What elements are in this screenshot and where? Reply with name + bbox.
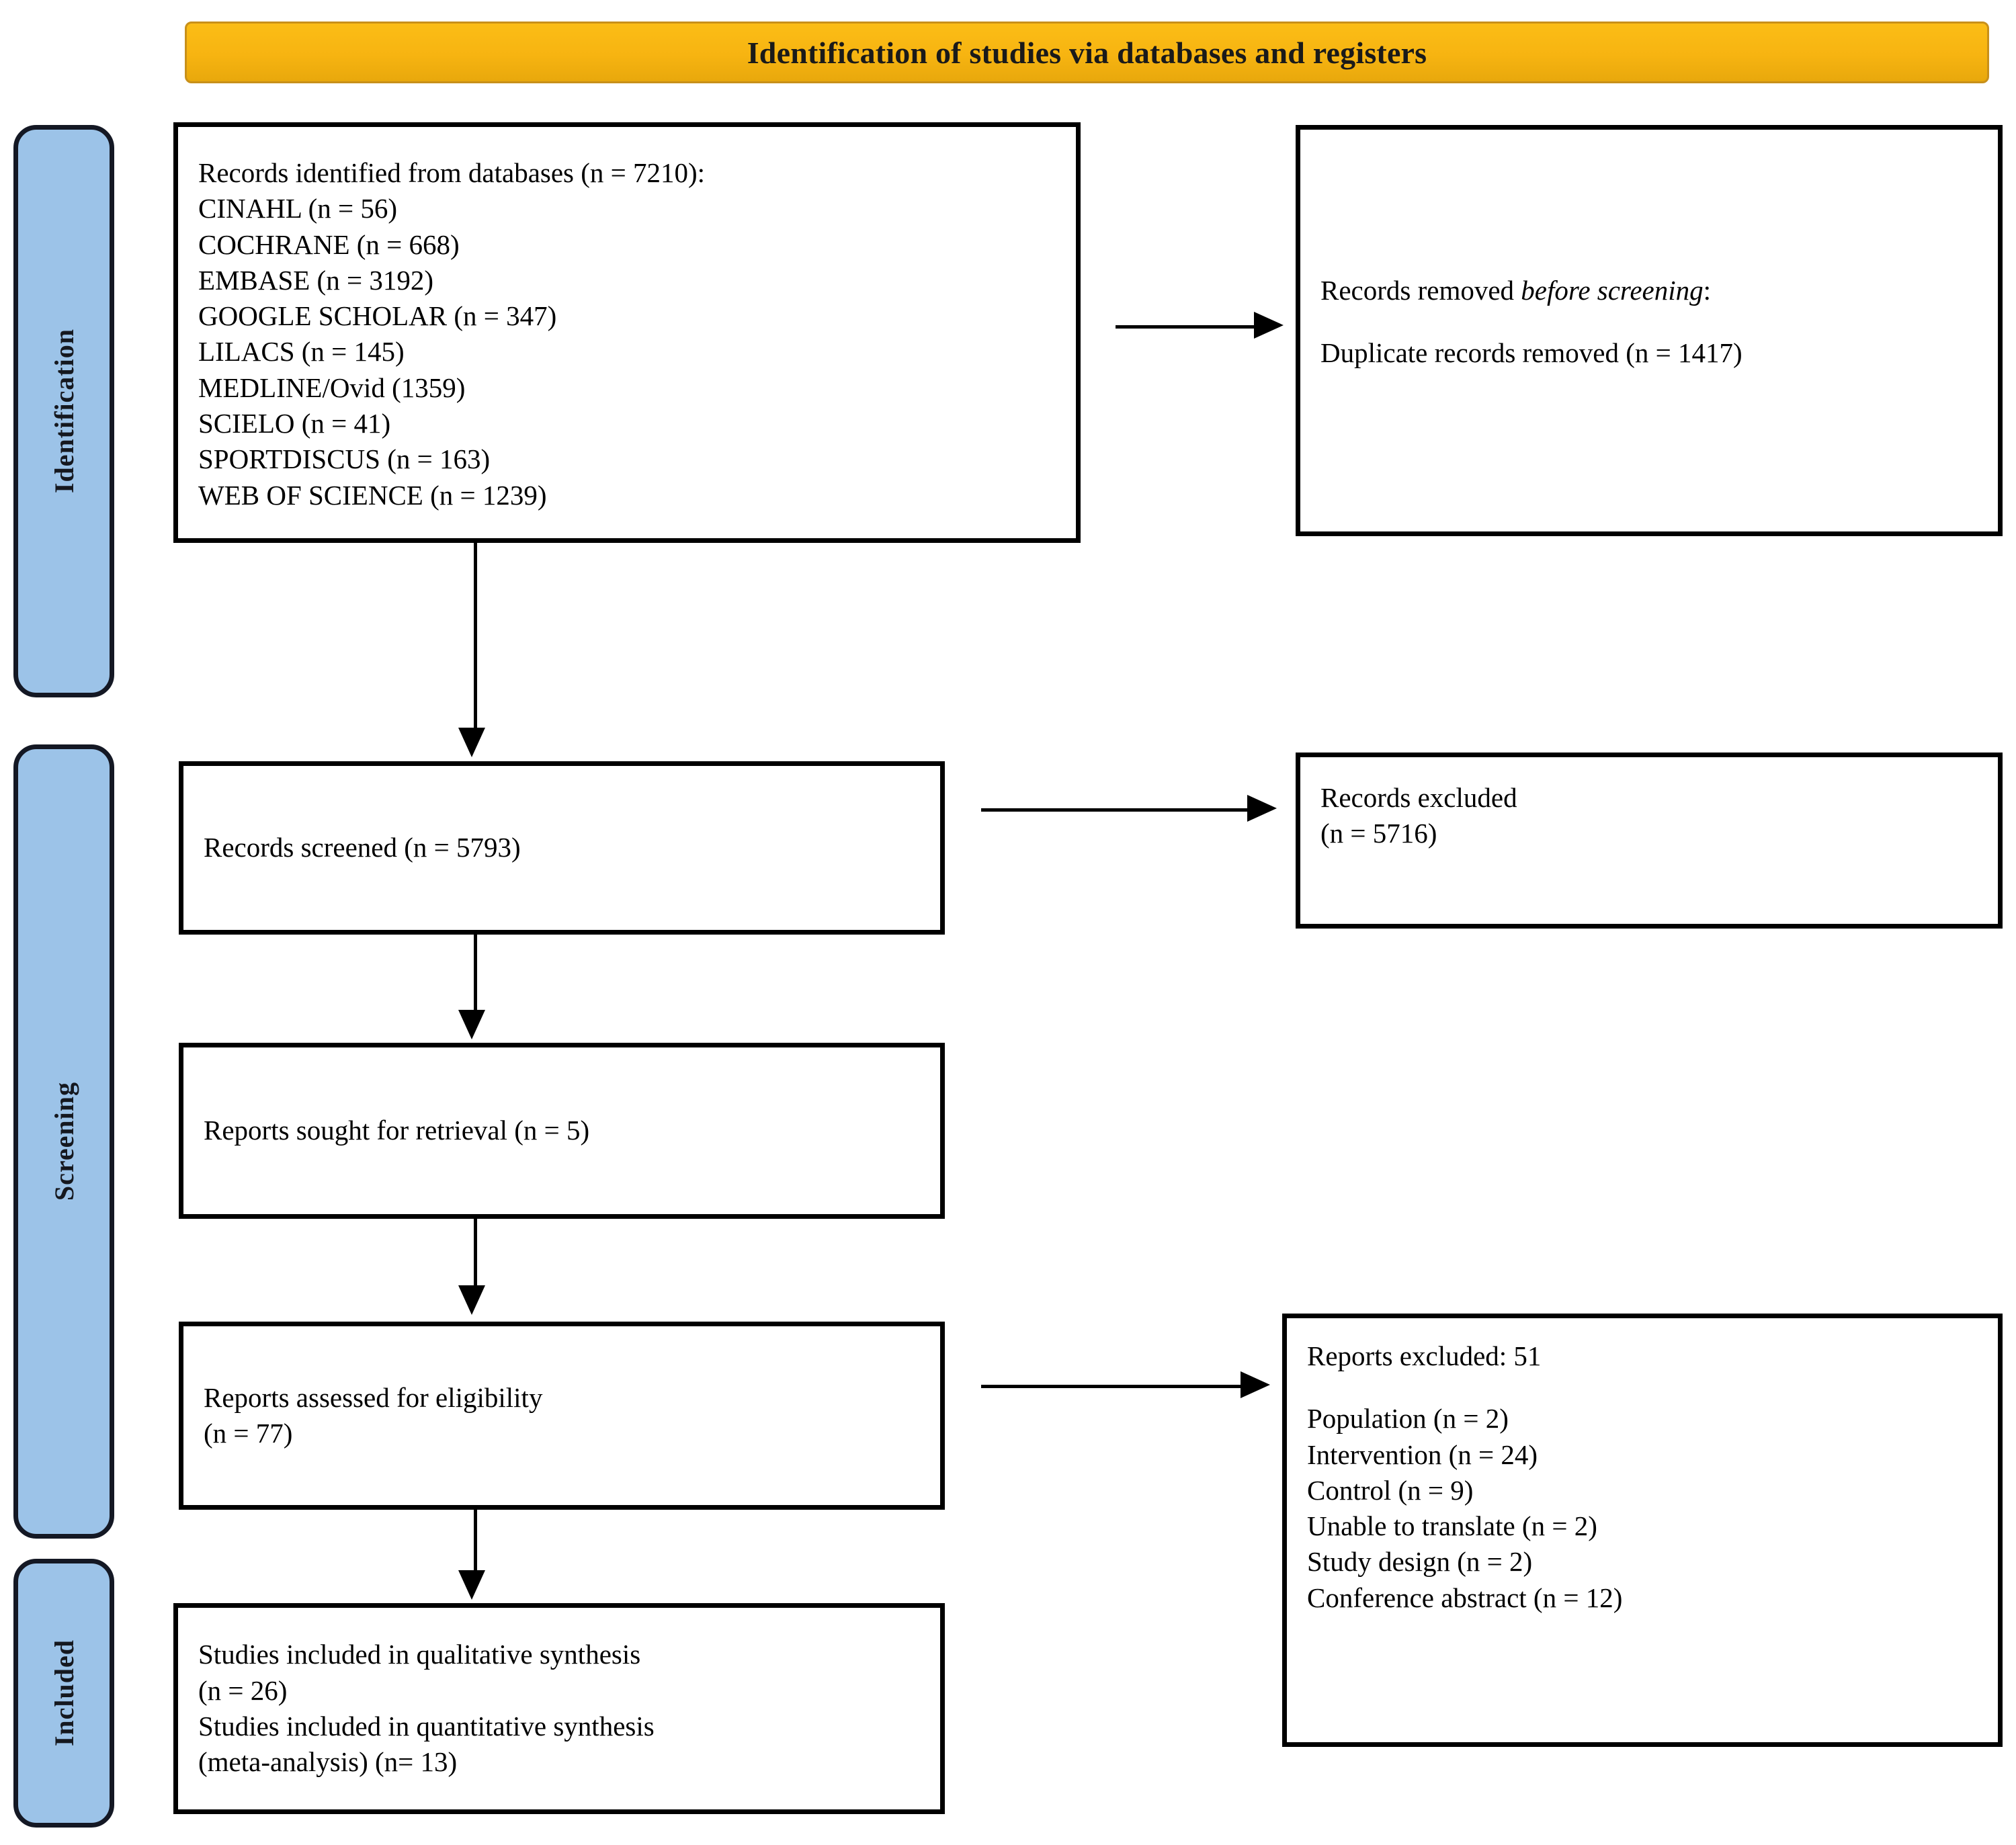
records-excluded-count: (n = 5716) <box>1320 818 1437 849</box>
records-removed-duplicates: Duplicate records removed (n = 1417) <box>1320 337 1742 368</box>
records-identified-google-scholar: GOOGLE SCHOLAR (n = 347) <box>198 300 557 332</box>
studies-included-qualitative-label: Studies included in qualitative synthesi… <box>198 1639 641 1670</box>
stage-tab-screening: Screening <box>13 744 114 1539</box>
reports-excluded-reason-unable-to-translate: Unable to translate (n = 2) <box>1307 1510 1597 1542</box>
records-identified-sportdiscus: SPORTDISCUS (n = 163) <box>198 443 491 475</box>
records-identified-web-of-science: WEB OF SCIENCE (n = 1239) <box>198 479 547 511</box>
reports-excluded-reason-control: Control (n = 9) <box>1307 1474 1474 1506</box>
records-screened-text: Records screened (n = 5793) <box>204 832 521 863</box>
page-title: Identification of studies via databases … <box>747 35 1427 70</box>
reports-excluded-heading: Reports excluded: 51 <box>1307 1340 1542 1371</box>
reports-assessed-label: Reports assessed for eligibility <box>204 1381 543 1413</box>
box-reports-sought-for-retrieval: Reports sought for retrieval (n = 5) <box>179 1043 945 1219</box>
reports-excluded-reason-intervention: Intervention (n = 24) <box>1307 1439 1538 1470</box>
records-identified-cochrane: COCHRANE (n = 668) <box>198 228 460 260</box>
records-excluded-label: Records excluded <box>1320 782 1517 813</box>
box-records-excluded: Records excluded (n = 5716) <box>1296 753 2003 929</box>
stage-tab-identification: Identification <box>13 125 114 697</box>
records-removed-spacer <box>1320 308 1978 335</box>
arrow-right-icon <box>1254 312 1284 339</box>
box-records-removed-before-screening: Records removed before screening: Duplic… <box>1296 125 2003 536</box>
records-removed-heading-plain: Records removed <box>1320 274 1521 306</box>
stage-label-screening: Screening <box>48 1082 79 1201</box>
records-identified-total: Records identified from databases (n = 7… <box>198 157 706 188</box>
studies-included-qualitative-count: (n = 26) <box>198 1674 288 1706</box>
connector-identified-to-screened <box>474 543 477 731</box>
records-identified-scielo: SCIELO (n = 41) <box>198 408 391 439</box>
reports-excluded-reason-population: Population (n = 2) <box>1307 1403 1509 1434</box>
arrow-down-icon <box>458 1010 485 1039</box>
records-identified-lilacs: LILACS (n = 145) <box>198 336 405 368</box>
connector-assessed-to-reports-excluded <box>981 1385 1243 1388</box>
connector-screened-to-excluded <box>981 808 1250 812</box>
connector-screened-to-sought <box>474 935 477 1014</box>
arrow-right-icon <box>1247 795 1277 822</box>
records-removed-heading-italic: before screening <box>1521 274 1704 306</box>
records-removed-heading-tail: : <box>1703 274 1712 306</box>
diagram-title-banner: Identification of studies via databases … <box>185 22 1989 83</box>
arrow-down-icon <box>458 1570 485 1600</box>
records-identified-embase: EMBASE (n = 3192) <box>198 264 433 296</box>
connector-identified-to-removed <box>1116 325 1257 329</box>
reports-excluded-spacer <box>1307 1374 1978 1401</box>
records-identified-medline: MEDLINE/Ovid (1359) <box>198 372 466 403</box>
box-reports-assessed-for-eligibility: Reports assessed for eligibility (n = 77… <box>179 1322 945 1510</box>
reports-sought-text: Reports sought for retrieval (n = 5) <box>204 1115 590 1146</box>
reports-excluded-reason-study-design: Study design (n = 2) <box>1307 1546 1533 1578</box>
box-reports-excluded: Reports excluded: 51 Population (n = 2) … <box>1282 1314 2003 1747</box>
reports-excluded-reason-conference-abstract: Conference abstract (n = 12) <box>1307 1582 1623 1613</box>
box-records-screened: Records screened (n = 5793) <box>179 761 945 935</box>
reports-assessed-count: (n = 77) <box>204 1418 293 1449</box>
arrow-down-icon <box>458 728 485 757</box>
stage-tab-included: Included <box>13 1559 114 1828</box>
connector-sought-to-assessed <box>474 1219 477 1290</box>
box-records-identified: Records identified from databases (n = 7… <box>173 122 1081 543</box>
records-identified-cinahl: CINAHL (n = 56) <box>198 193 398 224</box>
studies-included-quantitative-label: Studies included in quantitative synthes… <box>198 1711 655 1742</box>
stage-label-identification: Identification <box>48 329 79 494</box>
records-removed-heading: Records removed before screening: <box>1320 273 1978 308</box>
studies-included-quantitative-count: (meta-analysis) (n= 13) <box>198 1746 458 1778</box>
stage-label-included: Included <box>48 1639 79 1747</box>
arrow-down-icon <box>458 1285 485 1315</box>
box-studies-included: Studies included in qualitative synthesi… <box>173 1603 945 1814</box>
arrow-right-icon <box>1241 1371 1270 1398</box>
connector-assessed-to-included <box>474 1510 477 1574</box>
